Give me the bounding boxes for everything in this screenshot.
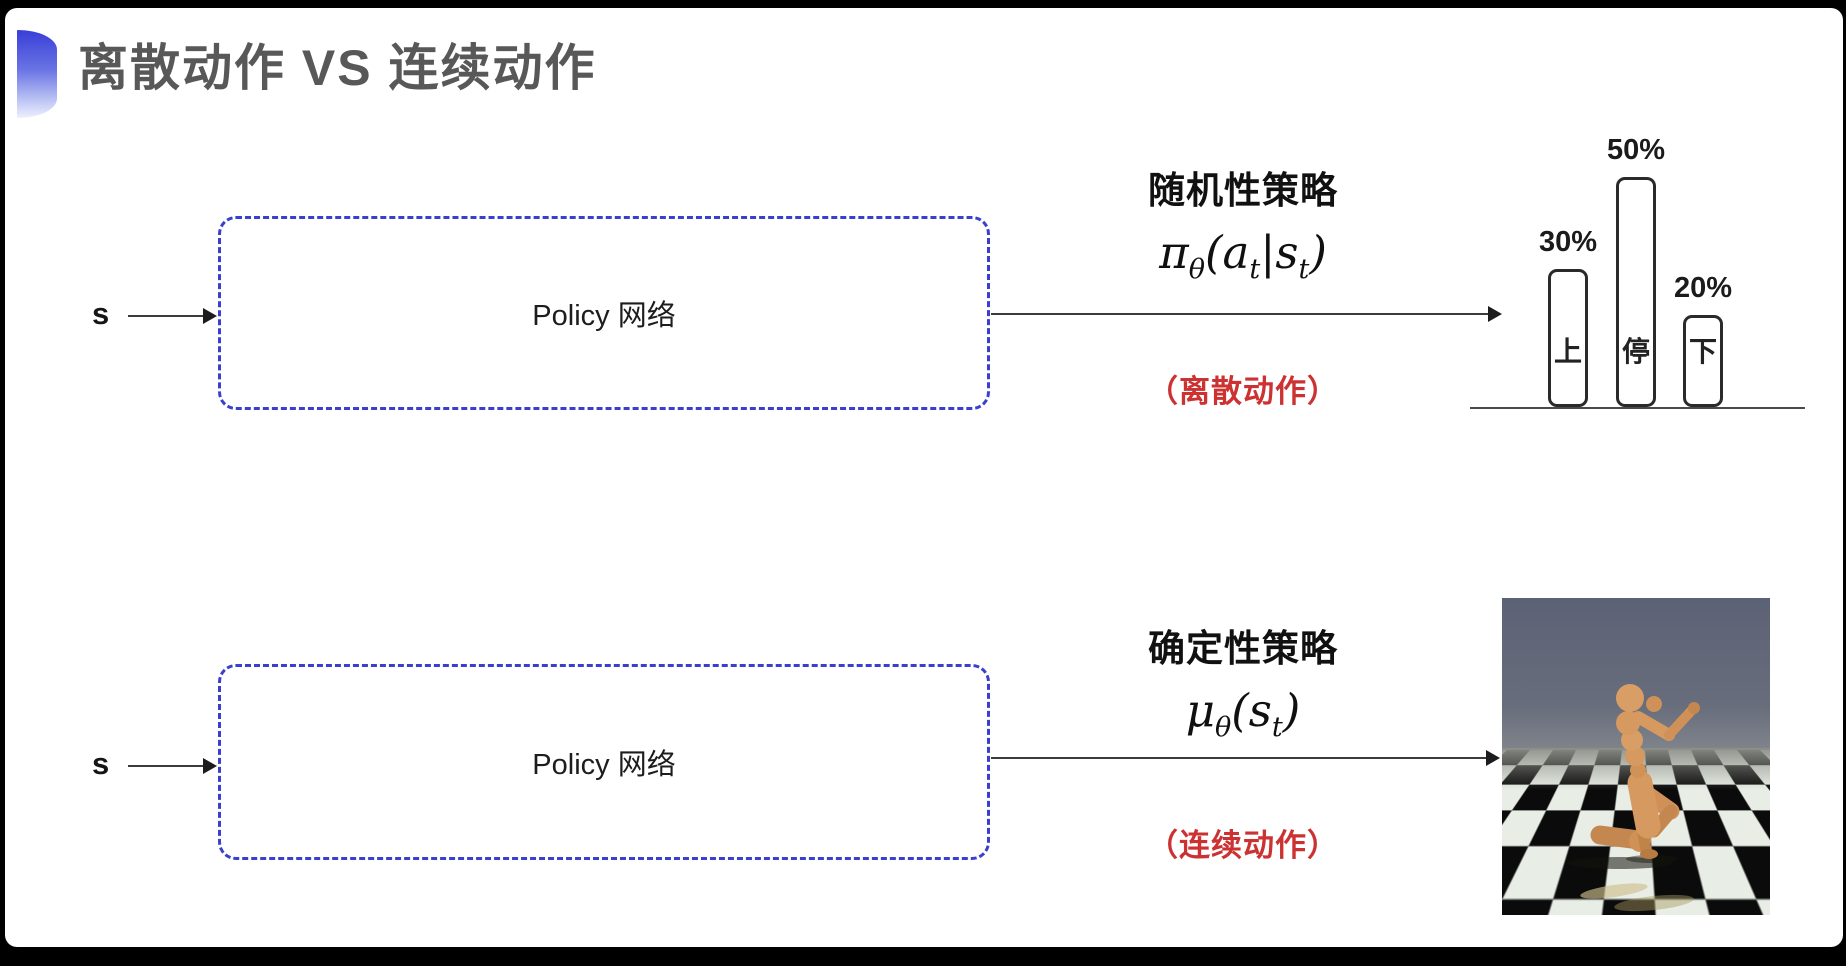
title-bullet-icon <box>17 30 57 118</box>
robot-forearm <box>1669 710 1692 735</box>
state-input-label-bottom: s <box>92 746 109 782</box>
deterministic-policy-title: 确定性策略 <box>1013 618 1473 672</box>
arrowhead-icon <box>203 308 217 324</box>
arrowhead-icon <box>1486 750 1500 766</box>
formula-term: (s <box>1231 684 1272 737</box>
robot-pelvis <box>1640 783 1648 826</box>
floor-reflection <box>1613 892 1694 914</box>
robot-head <box>1616 684 1644 712</box>
input-arrow-bottom <box>128 765 204 767</box>
output-arrow-top <box>991 313 1489 315</box>
policy-box-label: Policy 网络 <box>532 741 675 783</box>
formula-term: |s <box>1260 226 1298 279</box>
policy-network-box-bottom: Policy 网络 <box>218 664 990 860</box>
formula-term: ) <box>1283 684 1301 737</box>
stochastic-policy-title: 随机性策略 <box>1013 160 1473 214</box>
robot-upper-arm <box>1638 717 1669 735</box>
page-title: 离散动作 VS 连续动作 <box>78 28 596 100</box>
formula-subscript: t <box>1272 712 1283 743</box>
robot-foot <box>1640 849 1658 859</box>
continuous-action-note: （连续动作） <box>1013 820 1473 865</box>
stochastic-policy-formula: πθ(at|st) <box>1013 226 1473 285</box>
formula-subscript: θ <box>1215 712 1231 743</box>
arrowhead-icon <box>203 758 217 774</box>
formula-term: (a <box>1205 226 1249 279</box>
formula-symbol: μ <box>1186 684 1215 737</box>
chart-baseline <box>1470 407 1805 409</box>
bar-value-label: 50% <box>1607 134 1665 167</box>
formula-subscript: t <box>1249 254 1260 285</box>
robot-hand <box>1688 702 1700 714</box>
policy-network-box-top: Policy 网络 <box>218 216 990 410</box>
input-arrow-top <box>128 315 204 317</box>
formula-term: ) <box>1309 226 1327 279</box>
bar-stop <box>1616 177 1656 407</box>
bar-column-up: 30% <box>1533 226 1603 407</box>
category-label-stop: 停 <box>1601 330 1671 370</box>
state-input-label-top: s <box>92 296 109 332</box>
robot-fist <box>1646 696 1662 712</box>
formula-subscript: t <box>1298 254 1309 285</box>
humanoid-robot-figure <box>1502 598 1770 915</box>
formula-subscript: θ <box>1189 254 1205 285</box>
chart-category-labels: 上 停 下 <box>1470 330 1803 370</box>
policy-box-label: Policy 网络 <box>532 292 675 334</box>
bar-value-label: 30% <box>1539 226 1597 259</box>
category-label-up: 上 <box>1533 330 1603 370</box>
mujoco-humanoid-image <box>1502 598 1770 915</box>
category-label-down: 下 <box>1668 330 1738 370</box>
bar-value-label: 20% <box>1674 272 1732 305</box>
deterministic-policy-formula: μθ(st) <box>1013 684 1473 743</box>
discrete-action-note: （离散动作） <box>1013 366 1473 411</box>
output-arrow-bottom <box>991 757 1487 759</box>
formula-symbol: π <box>1159 226 1189 279</box>
